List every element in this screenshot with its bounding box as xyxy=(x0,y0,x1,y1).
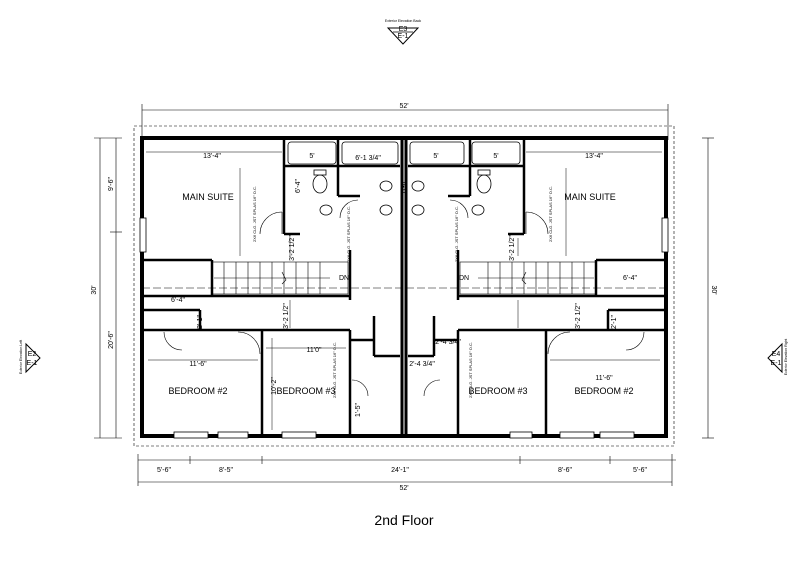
marker-right-label: E4 xyxy=(772,351,781,358)
left-dim-upper: 9'-6" xyxy=(108,177,115,191)
sink-center-left-b xyxy=(379,204,393,216)
overall-width-bottom: 52' xyxy=(399,485,408,492)
overall-depth-left: 30' xyxy=(91,285,98,294)
dim-hall-lower-left: 3'-2 1/2" xyxy=(283,303,290,329)
tub-left-b xyxy=(341,141,399,165)
stairs-right xyxy=(459,261,597,295)
bottom-dim-4: 8'-6" xyxy=(558,467,572,474)
bottom-dim-3: 24'-1" xyxy=(391,467,409,474)
dim-linen-right-2: 2'-4 3/4" xyxy=(409,361,435,368)
sink-left xyxy=(319,204,333,216)
interior-walls-right xyxy=(408,140,664,434)
exterior-walls xyxy=(140,136,668,438)
room-main-suite-right: MAIN SUITE xyxy=(564,192,616,202)
joist-note-2: 2X6 CLG. JST SPLAS 16" O.C. xyxy=(346,206,351,262)
overall-depth-right: 30' xyxy=(710,285,717,294)
joist-note-6: 2X6 CLG. JST SPLAS 16" O.C. xyxy=(468,342,473,398)
dim-suite-width-left: 13'-4" xyxy=(203,153,221,160)
joist-note-5: 2X6 CLG. JST SPLAS 16" O.C. xyxy=(332,342,337,398)
dim-tub-left: 5' xyxy=(309,153,314,160)
dim-tub-center-left: 6'-1 3/4" xyxy=(355,155,381,162)
dim-bedroom3-height-left: 10'-2" xyxy=(271,377,278,395)
dim-hall-left: 3'-2 1/2" xyxy=(289,235,296,261)
dim-bedroom3-width-left: 11'0" xyxy=(307,347,322,354)
dim-bath-height-left: 6'-4" xyxy=(295,179,302,193)
bottom-dim-1: 5'-6" xyxy=(157,467,171,474)
bottom-dim-5: 5'-6" xyxy=(633,467,647,474)
marker-right-sheet: E-1 xyxy=(771,360,782,367)
sink-center-right-b xyxy=(411,204,425,216)
dim-bath-height-right: 6'-4" xyxy=(401,179,408,193)
door-swings xyxy=(163,199,645,397)
dim-bedroom2-width-right: 11'-6" xyxy=(595,375,613,382)
dim-closet-right: 2'-1" xyxy=(611,315,618,329)
marker-top-label: E3 xyxy=(399,26,408,33)
dim-linen-left: 1'-5" xyxy=(355,403,362,417)
marker-right-note: Exterior Elevation Right xyxy=(784,339,788,376)
marker-left-label: E2 xyxy=(28,351,37,358)
dim-linen-right: 2'-4 3/4" xyxy=(435,339,461,346)
stairs-left xyxy=(211,261,349,295)
bottom-dim-2: 8'-5" xyxy=(219,467,233,474)
marker-top-sheet: E-1 xyxy=(398,33,409,40)
room-main-suite-left: MAIN SUITE xyxy=(182,192,234,202)
tub-right-b xyxy=(471,141,521,165)
plan-title: 2nd Floor xyxy=(374,512,434,528)
windows xyxy=(139,217,669,439)
elevation-marker-right: E4 E-1 Exterior Elevation Right xyxy=(767,339,788,376)
dim-landing-left: 6'-4" xyxy=(171,297,185,304)
sink-center-right-a xyxy=(411,180,425,192)
interior-walls-left xyxy=(144,140,400,434)
room-bedroom3-right: BEDROOM #3 xyxy=(468,386,527,396)
left-dim-lower: 20'-6" xyxy=(108,331,115,349)
interior-dimension-lines xyxy=(146,151,662,430)
dim-tub-center-right: 5' xyxy=(433,153,438,160)
sink-center-left-a xyxy=(379,180,393,192)
marker-top-note: Exterior Elevation Back xyxy=(385,19,421,23)
overall-width-top: 52' xyxy=(399,103,408,110)
room-bedroom2-left: BEDROOM #2 xyxy=(168,386,227,396)
room-bedroom3-left: BEDROOM #3 xyxy=(276,386,335,396)
dim-hall-right: 3'-2 1/2" xyxy=(509,235,516,261)
dim-closet-left: 2'-1" xyxy=(197,315,204,329)
overall-dimensions xyxy=(94,104,714,486)
joist-note-1: 2X6 CLG. JST SPLAS 16" O.C. xyxy=(252,186,257,242)
toilet-left xyxy=(312,174,328,194)
stairs-dn-right: DN xyxy=(459,275,469,282)
dim-tub-right: 5' xyxy=(493,153,498,160)
stairs-dn-left: DN xyxy=(339,275,349,282)
bath-fixtures xyxy=(287,141,521,216)
marker-left-note: Exterior Elevation Left xyxy=(19,340,23,374)
marker-left-sheet: E-1 xyxy=(27,360,38,367)
elevation-marker-left: Exterior Elevation Left E2 E-1 xyxy=(19,340,41,374)
elevation-marker-top: Exterior Elevation Back E3 E-1 xyxy=(385,19,421,45)
toilet-right xyxy=(476,174,492,194)
joist-note-4: 2X6 CLG. JST SPLAS 16" O.C. xyxy=(454,206,459,262)
dim-suite-width-right: 13'-4" xyxy=(585,153,603,160)
tub-right-a xyxy=(409,141,465,165)
room-bedroom2-right: BEDROOM #2 xyxy=(574,386,633,396)
joist-note-3: 2X6 CLG. JST SPLAS 16" O.C. xyxy=(548,186,553,242)
dim-hall-lower-right: 3'-2 1/2" xyxy=(575,303,582,329)
sink-right xyxy=(471,204,485,216)
tub-left-a xyxy=(287,141,337,165)
dim-landing-right: 6'-4" xyxy=(623,275,637,282)
dim-bedroom2-width-left: 11'-6" xyxy=(189,361,207,368)
